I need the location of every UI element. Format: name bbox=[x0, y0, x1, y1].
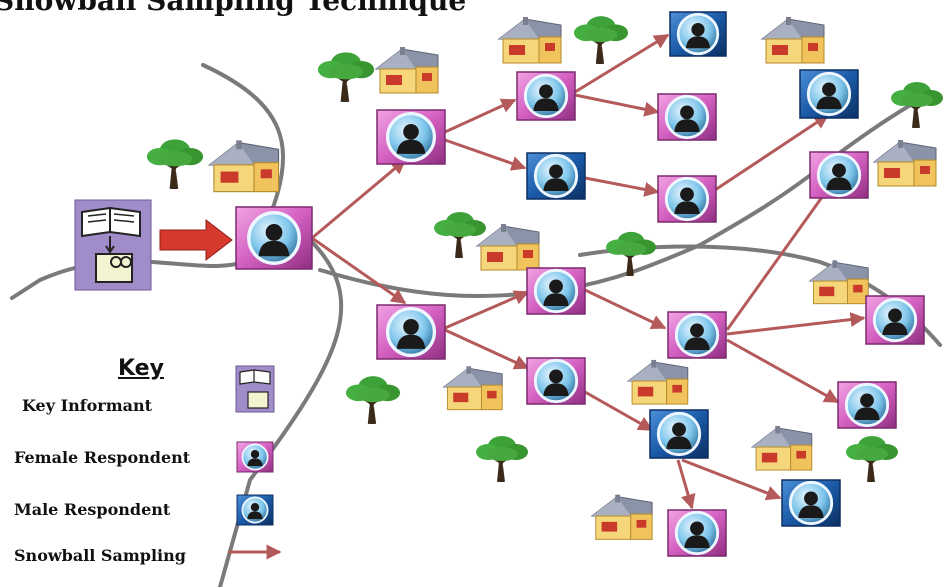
respondents bbox=[235, 11, 925, 557]
person-icon bbox=[385, 111, 437, 163]
referral-arrow bbox=[444, 328, 530, 370]
female-respondent-symbol bbox=[236, 441, 274, 473]
referral-arrow bbox=[584, 176, 660, 197]
person-icon bbox=[533, 268, 579, 314]
female-respondent-node bbox=[667, 311, 727, 359]
person-icon bbox=[674, 510, 720, 556]
key-label-snowball: Snowball Sampling bbox=[14, 546, 186, 565]
tree-icon bbox=[891, 82, 943, 128]
tree-icon bbox=[846, 436, 898, 482]
tree-icon bbox=[318, 52, 374, 102]
tree-icon bbox=[147, 139, 203, 189]
key-heading: Key bbox=[118, 356, 164, 381]
female-respondent-node bbox=[865, 295, 925, 345]
female-respondent-node bbox=[526, 357, 586, 405]
person-icon bbox=[385, 306, 437, 358]
start-arrow bbox=[159, 218, 233, 262]
female-respondent-node bbox=[809, 151, 869, 199]
person-icon bbox=[674, 312, 720, 358]
referral-arrow bbox=[311, 236, 407, 305]
female-respondent-node bbox=[235, 206, 313, 270]
female-respondent-node bbox=[516, 71, 576, 121]
referral-arrow bbox=[444, 290, 530, 330]
female-respondent-node bbox=[657, 93, 717, 141]
female-respondent-node bbox=[667, 509, 727, 557]
road bbox=[318, 92, 932, 298]
road bbox=[218, 238, 344, 587]
diagram-title: Snowball Sampling Technique bbox=[0, 0, 467, 17]
person-icon bbox=[844, 382, 890, 428]
person-icon bbox=[788, 480, 834, 526]
female-respondent-node bbox=[837, 381, 897, 429]
house-icon bbox=[809, 259, 869, 305]
referral-arrow bbox=[311, 158, 407, 240]
person-icon bbox=[816, 152, 862, 198]
house-icon bbox=[591, 494, 653, 540]
house-icon bbox=[751, 425, 813, 471]
referral-arrow bbox=[714, 113, 830, 192]
referral-arrow bbox=[726, 338, 840, 404]
person-icon bbox=[533, 153, 579, 199]
key-label-informant: Key Informant bbox=[22, 396, 153, 415]
male-respondent-node bbox=[526, 152, 586, 200]
person-icon bbox=[806, 71, 852, 117]
referral-arrow bbox=[676, 459, 696, 510]
female-respondent-node bbox=[657, 175, 717, 223]
person-icon bbox=[664, 94, 710, 140]
key-symbols bbox=[235, 365, 275, 526]
person-icon bbox=[523, 73, 569, 119]
person-icon bbox=[247, 211, 301, 265]
house-icon bbox=[627, 359, 689, 405]
key-informant-icon bbox=[74, 199, 152, 291]
house-icon bbox=[375, 46, 439, 94]
key-informant-symbol bbox=[235, 365, 275, 413]
male-respondent-node bbox=[649, 409, 709, 459]
tree-icon bbox=[346, 376, 400, 424]
male-respondent-node bbox=[669, 11, 727, 57]
key-label-female: Female Respondent bbox=[14, 448, 191, 467]
tree-icon bbox=[574, 16, 628, 64]
referral-arrow bbox=[444, 98, 517, 134]
female-respondent-node bbox=[376, 304, 446, 360]
tree-icon bbox=[606, 232, 656, 276]
house-icon bbox=[498, 16, 562, 64]
house-icon bbox=[443, 365, 503, 411]
person-icon bbox=[656, 411, 702, 457]
referral-arrow bbox=[726, 312, 866, 336]
snowball-arrows bbox=[228, 33, 866, 560]
referral-arrow bbox=[574, 33, 670, 94]
person-icon bbox=[533, 358, 579, 404]
female-respondent-node bbox=[376, 109, 446, 165]
male-respondent-node bbox=[799, 69, 859, 119]
referral-arrow bbox=[584, 288, 667, 330]
person-icon bbox=[676, 12, 720, 56]
house-icon bbox=[208, 139, 280, 193]
key-label-male: Male Respondent bbox=[14, 500, 171, 519]
tree-icon bbox=[476, 436, 528, 482]
referral-arrow bbox=[681, 458, 782, 501]
referral-arrow bbox=[444, 138, 527, 171]
person-icon bbox=[872, 297, 918, 343]
female-respondent-node bbox=[526, 267, 586, 315]
referral-arrow bbox=[574, 93, 660, 117]
house-icon bbox=[476, 223, 540, 271]
house-icon bbox=[873, 139, 937, 187]
referral-arrow bbox=[584, 390, 654, 432]
person-icon bbox=[664, 176, 710, 222]
house-icon bbox=[761, 16, 825, 64]
tree-icon bbox=[434, 212, 486, 258]
male-respondent-symbol bbox=[236, 494, 274, 526]
male-respondent-node bbox=[781, 479, 841, 527]
